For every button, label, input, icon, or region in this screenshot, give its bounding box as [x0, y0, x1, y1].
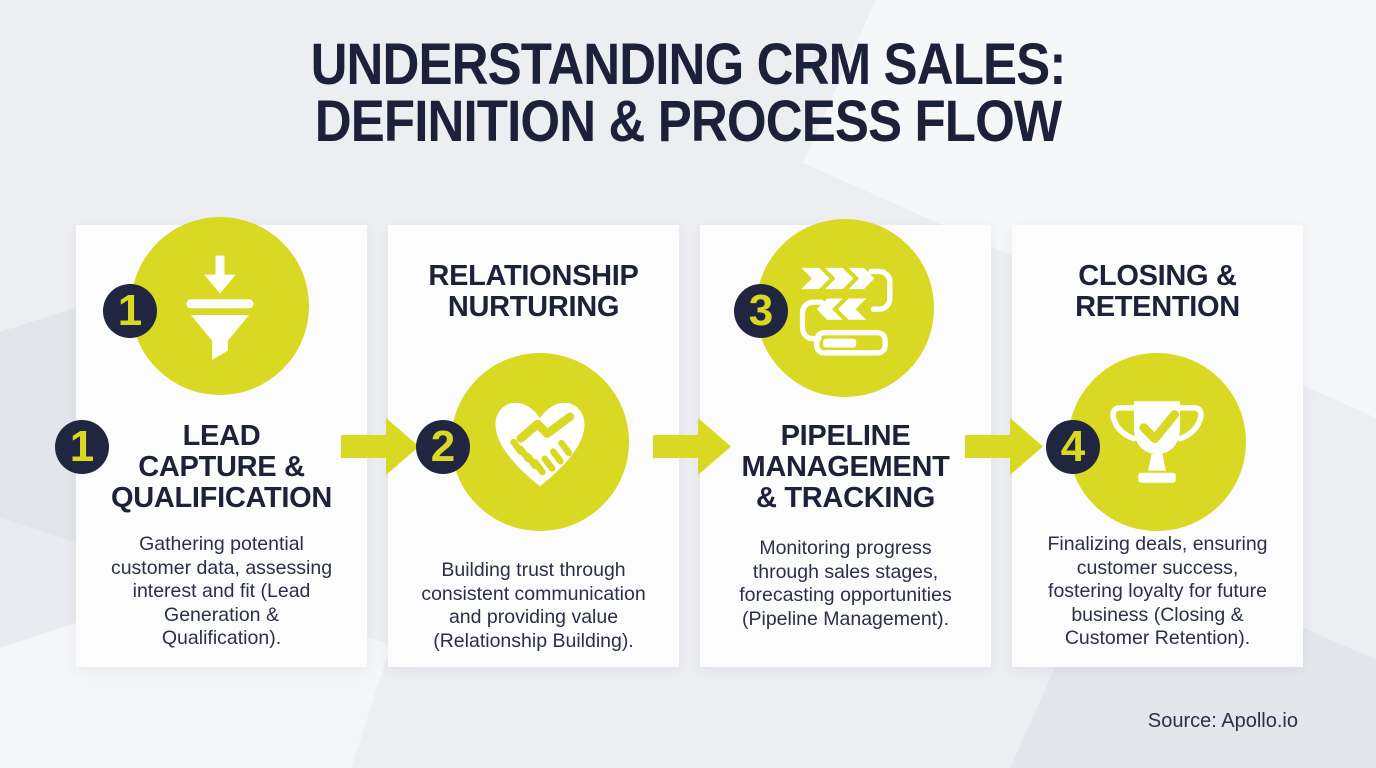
step-title: LEAD CAPTURE & QUALIFICATION — [110, 420, 333, 514]
funnel-icon — [186, 255, 254, 360]
step-card-1: 1 LEAD CAPTURE & QUALIFICATION Gathering… — [76, 217, 367, 667]
step-number-badge: 1 — [103, 284, 157, 338]
arrow-right-icon — [653, 418, 731, 475]
page-title: UNDERSTANDING CRM SALES: DEFINITION & PR… — [310, 32, 1067, 154]
trophy-check-icon — [1110, 401, 1204, 483]
pipeline-stages-icon — [799, 267, 893, 356]
step-description: Finalizing deals, ensuring customer succ… — [1047, 533, 1268, 649]
step-title: RELATIONSHIP NURTURING — [428, 260, 639, 323]
step-title: CLOSING & RETENTION — [1075, 260, 1240, 323]
step-card-2: RELATIONSHIP NURTURING — [388, 225, 679, 667]
step-icon-circle — [131, 217, 309, 395]
step-number-badge: 4 — [1046, 420, 1100, 474]
step-number-badge: 3 — [734, 284, 788, 338]
arrow-right-icon — [341, 418, 419, 475]
step-title: PIPELINE MANAGEMENT & TRACKING — [741, 420, 950, 514]
step-number-badge: 2 — [416, 420, 470, 474]
step-card-4: CLOSING & RETENTION 4 Finalizing deals, … — [1012, 225, 1303, 667]
step-icon-circle — [451, 353, 629, 531]
arrow-right-icon — [965, 418, 1043, 475]
source-credit: Source: Apollo.io — [1147, 710, 1298, 732]
flow-start-number-badge: 1 — [55, 420, 109, 474]
step-description: Building trust through consistent commun… — [421, 559, 646, 652]
step-description: Monitoring progress through sales stages… — [739, 537, 952, 630]
step-card-3: 3 PIPELINE MANAGEMENT & TRACKING Monitor… — [700, 219, 991, 667]
step-description: Gathering potential customer data, asses… — [110, 533, 333, 649]
handshake-heart-icon — [495, 402, 585, 487]
